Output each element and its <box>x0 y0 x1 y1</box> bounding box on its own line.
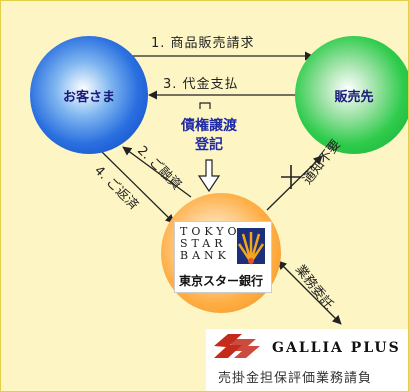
gallia-logo-name: GALLIA PLUS <box>272 340 401 356</box>
assignment-label: 債権譲渡 登記 <box>177 117 241 155</box>
star-burst-icon <box>237 228 265 264</box>
seller-label: 販売先 <box>334 89 374 105</box>
bank-logo-en: TOKYO STAR BANK <box>180 226 241 262</box>
bank-logo-en-line: TOKYO <box>180 225 241 238</box>
bank-logo-en-line: BANK <box>180 249 230 262</box>
payment-label: 3. 代金支払 <box>163 77 239 92</box>
gallia-plus-card: GALLIA PLUS 売掛金担保評価業務請負 <box>206 329 408 391</box>
arrow-outsourcing <box>277 260 342 325</box>
gallia-subtitle: 売掛金担保評価業務請負 <box>218 371 373 386</box>
customer-node: お客さま <box>30 36 148 154</box>
seller-node: 販売先 <box>295 36 408 154</box>
sales-request-label: 1. 商品販売請求 <box>151 36 255 51</box>
bank-logo: TOKYO STAR BANK 東京スター銀行 <box>174 221 272 293</box>
assignment-arrow <box>197 159 221 193</box>
arrow-loan <box>122 146 192 198</box>
bank-logo-jp: 東京スター銀行 <box>179 274 264 288</box>
customer-label: お客さま <box>62 89 115 105</box>
arrow-no-notice <box>266 155 323 211</box>
assignment-bracket <box>199 102 211 109</box>
assignment-line2: 登記 <box>195 137 223 153</box>
arrow-repayment <box>100 150 175 224</box>
gallia-logo-icon <box>214 334 260 358</box>
bank-logo-en-line: STAR <box>180 237 227 250</box>
assignment-line1: 債権譲渡 <box>181 118 237 134</box>
